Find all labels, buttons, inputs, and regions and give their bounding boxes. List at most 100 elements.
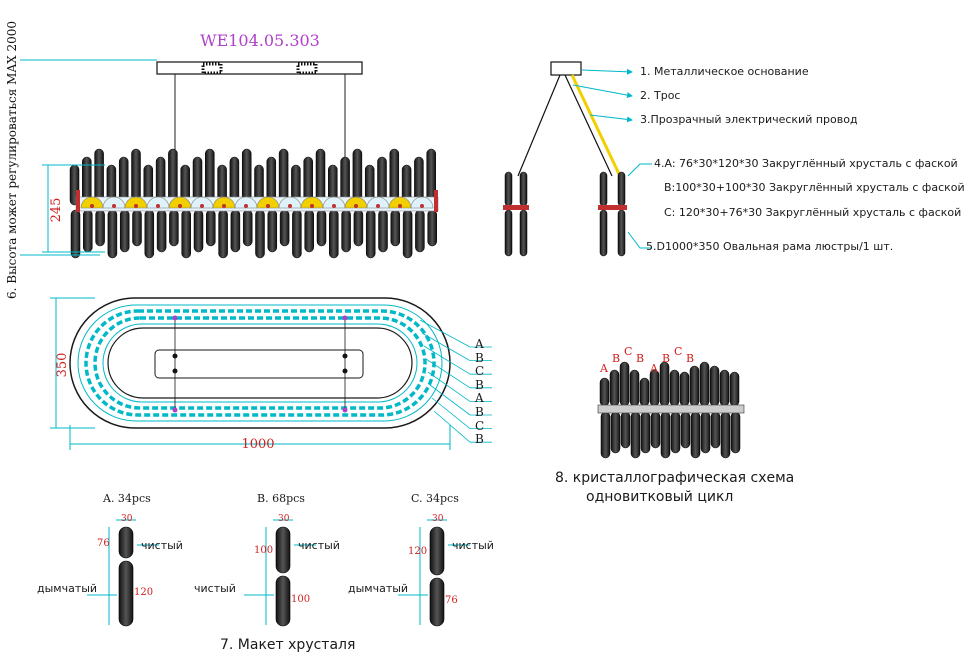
schema-ring (597, 404, 745, 414)
front-glow (300, 196, 324, 209)
ring-letter: C (475, 418, 485, 433)
front-glow (234, 196, 258, 209)
top-dimensions (50, 297, 451, 450)
front-crystal-lower (144, 209, 155, 259)
front-crystal-lower (427, 209, 437, 247)
ring-leader (419, 319, 471, 348)
schema-crystal-upper (649, 369, 660, 407)
front-glow (212, 196, 236, 209)
side-base-plate (550, 61, 582, 76)
front-crystal-lower (292, 209, 302, 259)
front-crystal-upper (315, 148, 326, 206)
crystal-top-finish: чистый (452, 539, 494, 552)
front-crystal-lower (415, 209, 425, 253)
crystal-top-finish: чистый (141, 539, 183, 552)
front-crystal-lower (255, 209, 265, 259)
crystal-bottom-finish: дымчатый (37, 582, 98, 595)
schema-crystal-upper (639, 377, 650, 407)
top-view (69, 297, 492, 443)
legend-crystal-b: B:100*30+100*30 Закруглённый хрусталь с … (664, 181, 965, 194)
schema-crystal-lower (660, 411, 671, 459)
front-bulb (112, 204, 116, 208)
schema-crystal-upper (709, 365, 720, 407)
front-view (69, 61, 439, 259)
crystal-width: 30 (432, 514, 444, 524)
side-ring (503, 205, 529, 210)
legend-wire: 3.Прозрачный электрический провод (640, 113, 858, 126)
front-crystal-lower (70, 209, 81, 259)
front-glow (410, 196, 434, 209)
schema-crystal-lower (700, 411, 711, 454)
front-crystal-lower (341, 209, 351, 253)
side-crystal (599, 171, 608, 207)
schema-crystal-upper (729, 371, 740, 407)
front-glow (80, 196, 104, 209)
crystal-top-length: 120 (408, 546, 428, 557)
side-crystal (617, 171, 626, 207)
side-ring (598, 205, 627, 210)
schema-letter: C (674, 345, 683, 358)
ring-leader (421, 332, 471, 361)
crystal-detail-lower (429, 577, 445, 627)
schema-title-1: 8. кристаллографическая схема (555, 470, 795, 486)
ring-letter: A (475, 337, 484, 351)
crystal-details (87, 519, 470, 627)
front-crystal-lower (316, 209, 327, 247)
front-glow (278, 196, 302, 209)
front-glow (366, 196, 390, 209)
schema-crystal-lower (670, 411, 681, 454)
schema-crystal-upper (659, 361, 670, 407)
front-crystal-upper (205, 148, 215, 206)
side-crystal (504, 209, 513, 257)
front-crystal-lower (230, 209, 241, 253)
front-crystal-lower (107, 209, 118, 259)
ring-leader (433, 410, 471, 443)
front-crystal-lower (206, 209, 216, 247)
crystal-top-length: 100 (254, 545, 274, 556)
crystal-width: 30 (121, 514, 133, 524)
ring-leader (425, 358, 471, 389)
schema-letter: B (636, 352, 645, 365)
schema-letter: A (600, 362, 608, 375)
front-crystal-lower (242, 209, 253, 247)
center-mount-plate (154, 349, 364, 379)
side-crystal (617, 209, 626, 257)
oval-frame-inner (107, 327, 413, 399)
front-crystal-upper (168, 148, 178, 206)
schema-title-2: одновитковый цикл (586, 489, 734, 505)
crystal-title: A. 34pcs (103, 492, 151, 505)
schema-crystal-lower (690, 411, 701, 459)
schema-crystal-lower (640, 411, 651, 454)
side-crystal (519, 171, 528, 207)
front-crystal-upper (241, 148, 252, 206)
schema-crystal-lower (680, 411, 691, 449)
front-crystal-lower (329, 209, 339, 259)
front-crystal-lower (267, 209, 278, 253)
schema-crystal-lower (630, 411, 641, 459)
front-glow (190, 196, 214, 209)
oval-frame-outer (69, 297, 451, 429)
legend-metal-base: 1. Металлическое основание (640, 65, 809, 78)
legend-frame: 5.D1000*350 Овальная рама люстры/1 шт. (646, 240, 894, 253)
front-end-left (76, 190, 80, 212)
front-crystal-upper (278, 148, 289, 206)
crystal-top-finish: чистый (298, 539, 340, 552)
height-note: 6. Высота может регулироваться MAX 2000 (5, 21, 19, 299)
schema-crystal-lower (600, 411, 611, 459)
legend-crystal-a: 4.A: 76*30*120*30 Закруглённый хрусталь … (654, 157, 958, 170)
crystal-bottom-length: 76 (445, 595, 458, 606)
front-bulb (354, 204, 358, 208)
side-crystal (504, 171, 513, 207)
front-bulb (156, 204, 160, 208)
crystal-schema (597, 361, 745, 459)
schema-letter: B (686, 352, 695, 365)
front-glow (168, 196, 192, 209)
front-crystal-lower (119, 209, 130, 253)
front-crystal-lower (83, 209, 93, 253)
front-crystal-lower (304, 209, 314, 253)
front-bulb (134, 204, 138, 208)
front-crystal-lower (279, 209, 290, 247)
front-glow (102, 196, 126, 209)
ring-leader (423, 345, 471, 375)
front-crystal-lower (390, 209, 401, 247)
